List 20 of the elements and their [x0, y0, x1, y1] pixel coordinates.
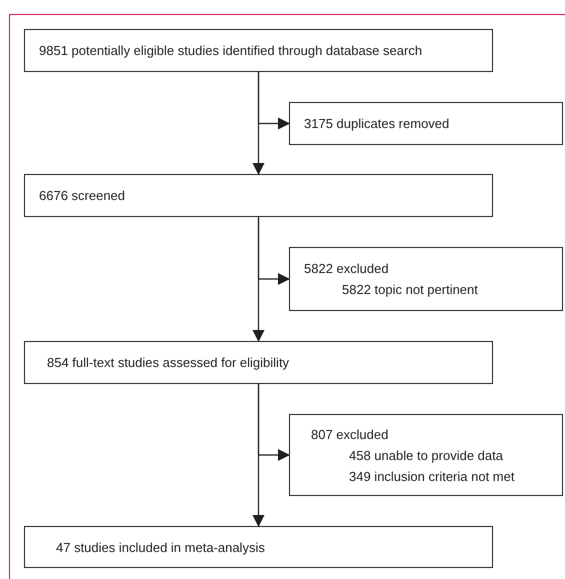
process-box	[24, 341, 493, 384]
exclusion-box	[289, 247, 563, 311]
box-text: 854 full-text studies assessed for eligibility	[47, 354, 290, 372]
exclusion-reason: 349 inclusion criteria not met	[348, 468, 516, 486]
exclusion-box	[289, 102, 563, 145]
box-text: 3175 duplicates removed	[304, 115, 450, 133]
process-box	[24, 29, 493, 72]
arrow	[252, 384, 264, 527]
box-text: 6676 screened	[39, 187, 126, 205]
process-box	[24, 174, 493, 217]
exclusion-reason: 458 unable to provide data	[348, 446, 504, 465]
arrow	[252, 72, 264, 175]
box-text: 47 studies included in meta-analysis	[56, 538, 266, 557]
box-text: 5822 excluded	[304, 260, 390, 278]
arrow	[252, 217, 264, 342]
box-text: 9851 potentially eligible studies identified through database search	[39, 42, 424, 60]
box-text: 807 excluded	[311, 426, 390, 444]
exclusion-reason: 5822 topic not pertinent	[341, 281, 479, 299]
process-box	[24, 526, 493, 568]
exclusion-box	[289, 414, 563, 496]
